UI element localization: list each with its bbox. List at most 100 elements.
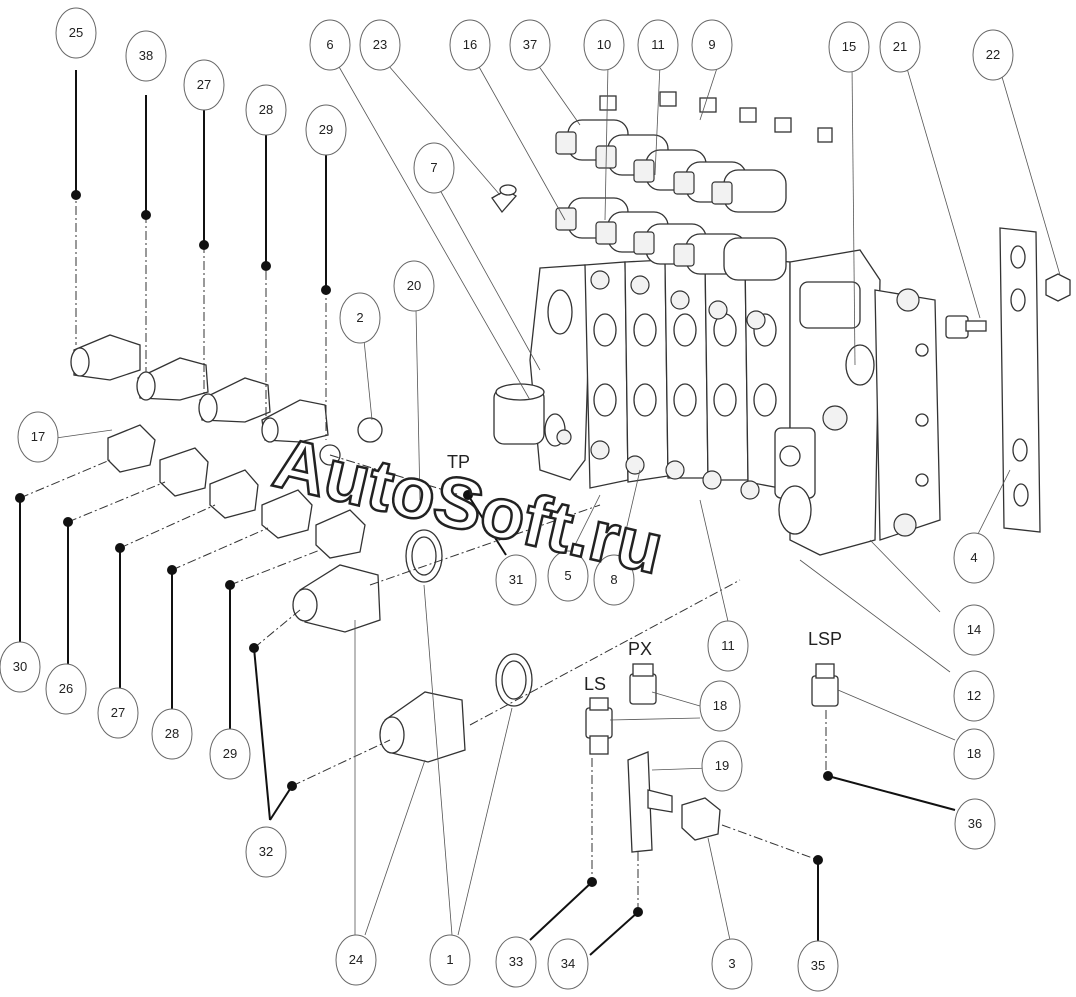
control-valve-body xyxy=(493,249,941,556)
svg-text:25: 25 xyxy=(69,25,83,40)
svg-text:28: 28 xyxy=(165,726,179,741)
svg-text:32: 32 xyxy=(259,844,273,859)
svg-text:30: 30 xyxy=(13,659,27,674)
port-labels: TP LS PX LSP xyxy=(447,452,842,694)
callout-33: 33 xyxy=(495,936,537,988)
svg-text:22: 22 xyxy=(986,47,1000,62)
svg-text:27: 27 xyxy=(197,77,211,92)
port-label-tp: TP xyxy=(447,452,470,472)
svg-text:18: 18 xyxy=(967,746,981,761)
fittings-lower xyxy=(585,663,839,853)
callout-3: 3 xyxy=(711,938,753,990)
callout-35: 35 xyxy=(797,940,839,992)
svg-text:3: 3 xyxy=(728,956,735,971)
callout-7: 7 xyxy=(413,142,455,194)
callouts: 25 38 27 28 29 6 23 16 37 10 11 9 15 21 … xyxy=(0,7,1014,992)
callout-29-bottom: 29 xyxy=(209,728,251,780)
svg-text:11: 11 xyxy=(721,638,735,653)
svg-text:4: 4 xyxy=(970,550,977,565)
solenoid-bank xyxy=(555,91,833,281)
callout-11-top: 11 xyxy=(637,19,679,71)
small-screw-23 xyxy=(491,184,518,214)
svg-text:23: 23 xyxy=(373,37,387,52)
svg-text:17: 17 xyxy=(31,429,45,444)
callout-31: 31 xyxy=(495,554,537,606)
callout-6: 6 xyxy=(309,19,351,71)
bolt-21 xyxy=(945,315,987,339)
callout-28-bottom: 28 xyxy=(151,708,193,760)
callout-25: 25 xyxy=(55,7,97,59)
svg-text:2: 2 xyxy=(356,310,363,325)
svg-text:11: 11 xyxy=(651,37,665,52)
reference-markers xyxy=(15,70,956,956)
callout-19: 19 xyxy=(701,740,743,792)
svg-text:36: 36 xyxy=(968,816,982,831)
callout-21: 21 xyxy=(879,21,921,73)
callout-18-lsp: 18 xyxy=(953,728,995,780)
callout-22: 22 xyxy=(972,29,1014,81)
callout-4: 4 xyxy=(953,532,995,584)
svg-text:24: 24 xyxy=(349,952,363,967)
port-label-ls: LS xyxy=(584,674,606,694)
svg-text:37: 37 xyxy=(523,37,537,52)
callout-27-bottom: 27 xyxy=(97,687,139,739)
callout-27-top: 27 xyxy=(183,59,225,111)
large-plugs-24 xyxy=(292,564,466,763)
callout-38: 38 xyxy=(125,30,167,82)
callout-30: 30 xyxy=(0,641,41,693)
solenoid-row-lower xyxy=(555,197,787,281)
svg-text:31: 31 xyxy=(509,572,523,587)
svg-text:9: 9 xyxy=(708,37,715,52)
callout-2: 2 xyxy=(339,292,381,344)
mounting-plate-4 xyxy=(999,227,1041,533)
svg-text:29: 29 xyxy=(223,746,237,761)
svg-text:19: 19 xyxy=(715,758,729,773)
svg-text:1: 1 xyxy=(446,952,453,967)
callout-5: 5 xyxy=(547,550,589,602)
valve-sections xyxy=(584,257,791,500)
leader-lines xyxy=(55,64,1061,941)
svg-text:10: 10 xyxy=(597,37,611,52)
svg-text:35: 35 xyxy=(811,958,825,973)
svg-text:16: 16 xyxy=(463,37,477,52)
callout-34: 34 xyxy=(547,938,589,990)
svg-text:7: 7 xyxy=(430,160,437,175)
svg-text:6: 6 xyxy=(326,37,333,52)
callout-29-top: 29 xyxy=(305,104,347,156)
svg-text:33: 33 xyxy=(509,954,523,969)
svg-text:5: 5 xyxy=(564,568,571,583)
svg-text:15: 15 xyxy=(842,39,856,54)
callout-10: 10 xyxy=(583,19,625,71)
callout-12: 12 xyxy=(953,670,995,722)
callout-36: 36 xyxy=(954,798,996,850)
svg-text:21: 21 xyxy=(893,39,907,54)
svg-text:26: 26 xyxy=(59,681,73,696)
callout-23: 23 xyxy=(359,19,401,71)
callout-8: 8 xyxy=(593,554,635,606)
callout-18-px: 18 xyxy=(699,680,741,732)
callout-20: 20 xyxy=(393,260,435,312)
callout-24: 24 xyxy=(335,934,377,986)
svg-text:34: 34 xyxy=(561,956,575,971)
svg-text:28: 28 xyxy=(259,102,273,117)
plug-row-middle xyxy=(107,424,366,559)
svg-text:8: 8 xyxy=(610,572,617,587)
callout-32: 32 xyxy=(245,826,287,878)
callout-28-top: 28 xyxy=(245,84,287,136)
callout-9: 9 xyxy=(691,19,733,71)
plug-row-upper xyxy=(70,334,383,466)
svg-text:20: 20 xyxy=(407,278,421,293)
svg-text:27: 27 xyxy=(111,705,125,720)
port-label-lsp: LSP xyxy=(808,629,842,649)
callout-1: 1 xyxy=(429,934,471,986)
callout-17: 17 xyxy=(17,411,59,463)
svg-text:14: 14 xyxy=(967,622,981,637)
svg-text:12: 12 xyxy=(967,688,981,703)
nut-22 xyxy=(1045,273,1071,302)
callout-15: 15 xyxy=(828,21,870,73)
svg-text:18: 18 xyxy=(713,698,727,713)
svg-text:38: 38 xyxy=(139,48,153,63)
callout-14: 14 xyxy=(953,604,995,656)
callout-11-lower: 11 xyxy=(707,620,749,672)
